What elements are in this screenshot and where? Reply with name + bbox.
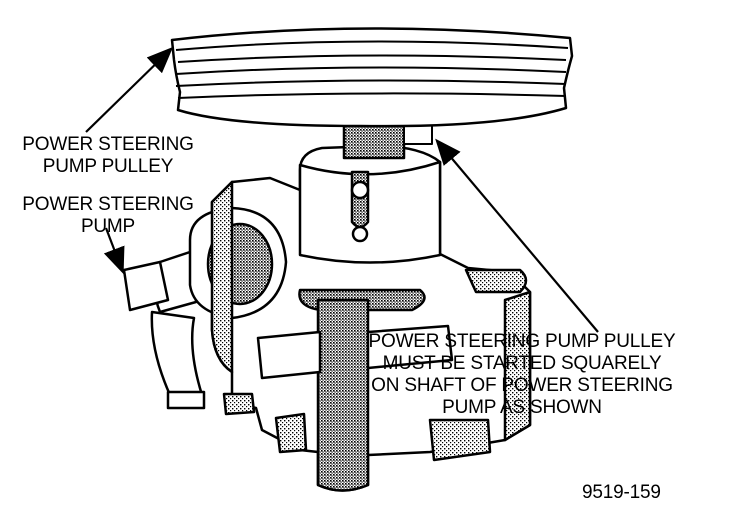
- inlet-tube: [150, 310, 204, 397]
- bearing-housing: [298, 160, 442, 264]
- mount-tower: [316, 298, 370, 492]
- pump-leader: [103, 227, 125, 275]
- pulley-groove: [177, 54, 567, 63]
- housing-shadow: [503, 290, 532, 442]
- lower-flange: [256, 330, 322, 380]
- bolt-head: [222, 392, 256, 416]
- tube-end: [166, 390, 206, 410]
- lower-flange: [366, 324, 454, 370]
- note-line: POWER STEERING PUMP PULLEY: [368, 331, 676, 352]
- pump-label-line: PUMP: [80, 216, 136, 237]
- pulley-label-line: POWER STEERING: [22, 134, 194, 155]
- housing-slot: [350, 170, 370, 229]
- note-line: PUMP AS SHOWN: [442, 397, 602, 418]
- pulley-groove: [175, 79, 567, 87]
- installation-note: POWER STEERING PUMP PULLEY MUST BE START…: [352, 331, 692, 419]
- bolt-head: [274, 412, 308, 454]
- note-leader: [435, 138, 599, 333]
- note-line: MUST BE STARTED SQUARELY: [382, 353, 662, 374]
- bolt-head: [428, 418, 492, 462]
- pulley-label-line: PUMP PULLEY: [42, 156, 174, 177]
- pulley-label: POWER STEERING PUMP PULLEY: [10, 134, 206, 178]
- pump-label: POWER STEERING PUMP: [10, 194, 206, 238]
- pulley-groove: [175, 66, 567, 75]
- pulley-rim: [170, 27, 574, 128]
- housing-hole: [351, 225, 369, 243]
- rear-boss: [464, 268, 528, 294]
- pulley-groove: [175, 40, 569, 51]
- pulley-leader: [85, 46, 174, 133]
- figure-code: 9519-159: [582, 482, 661, 503]
- pump-label-line: POWER STEERING: [22, 194, 194, 215]
- pulley-groove: [177, 92, 567, 99]
- housing-shadow: [210, 180, 234, 374]
- inlet-tube: [122, 260, 170, 312]
- housing-hole: [350, 180, 370, 200]
- note-line: ON SHAFT OF POWER STEERING: [371, 375, 673, 396]
